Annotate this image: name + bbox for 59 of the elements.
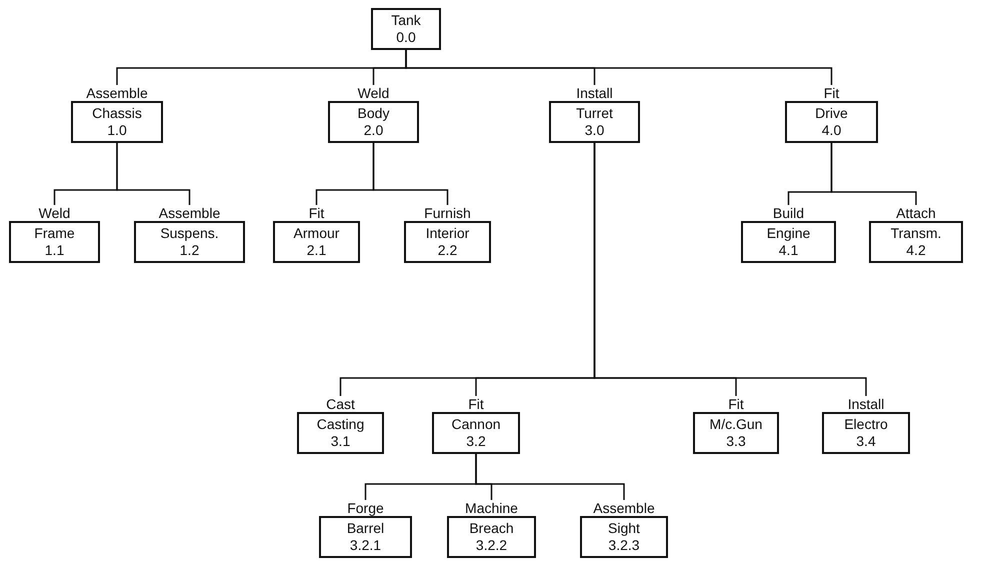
box-title: M/c.Gun [708, 416, 764, 433]
connector-line [475, 454, 625, 500]
box-number: 3.2.1 [348, 537, 382, 554]
step-verb: Install [846, 396, 886, 412]
step-verb: Machine [464, 500, 519, 516]
box-title: Suspens. [159, 225, 220, 242]
box-number: 3.3 [725, 433, 747, 450]
box-title: Interior [424, 225, 470, 242]
step-verb: Forge [346, 500, 385, 516]
box-number: 1.1 [44, 242, 66, 259]
box-title: Tank [390, 12, 422, 29]
box-title: Armour [292, 225, 340, 242]
box-title: Sight [607, 520, 641, 537]
step-verb: Weld [38, 205, 72, 221]
box-number: 3.4 [855, 433, 877, 450]
connector-line [405, 50, 832, 85]
step-verb: Assemble [592, 500, 656, 516]
box-number: 1.2 [178, 242, 200, 259]
step-verb: Assemble [85, 85, 149, 101]
connector-line [116, 143, 190, 205]
step-verb: Build [772, 205, 806, 221]
box-number: 4.2 [905, 242, 927, 259]
step-verb: Fit [467, 396, 485, 412]
box-number: 2.1 [306, 242, 328, 259]
step-verb: Fit [308, 205, 326, 221]
step-verb: Fit [822, 85, 840, 101]
step-verb: Cast [325, 396, 356, 412]
box-number: 3.0 [584, 122, 606, 139]
step-verb: Attach [895, 205, 937, 221]
box-number: 4.0 [820, 122, 842, 139]
box-title: Barrel [346, 520, 386, 537]
box-number: 2.0 [362, 122, 384, 139]
box-number: 1.0 [106, 122, 128, 139]
box-title: Turret [575, 105, 614, 122]
box-title: Chassis [91, 105, 143, 122]
step-verb: Weld [356, 85, 390, 101]
box-title: Engine [766, 225, 812, 242]
connector-line [372, 143, 448, 205]
box-number: 3.1 [330, 433, 352, 450]
box-number: 3.2.3 [607, 537, 641, 554]
box-title: Breach [468, 520, 515, 537]
box-number: 4.1 [778, 242, 800, 259]
box-title: Frame [33, 225, 76, 242]
box-title: Electro [843, 416, 889, 433]
box-title: Body [356, 105, 390, 122]
box-number: 2.2 [436, 242, 458, 259]
box-number: 0.0 [395, 29, 417, 46]
step-verb: Install [575, 85, 614, 101]
connector-line [594, 143, 867, 396]
step-verb: Fit [727, 396, 745, 412]
box-number: 3.2 [465, 433, 487, 450]
step-verb: Assemble [158, 205, 222, 221]
step-verb: Furnish [423, 205, 472, 221]
box-number: 3.2.2 [474, 537, 508, 554]
box-title: Cannon [450, 416, 502, 433]
box-title: Drive [814, 105, 849, 122]
box-title: Transm. [890, 225, 942, 242]
connector-line [830, 143, 917, 205]
box-title: Casting [316, 416, 366, 433]
